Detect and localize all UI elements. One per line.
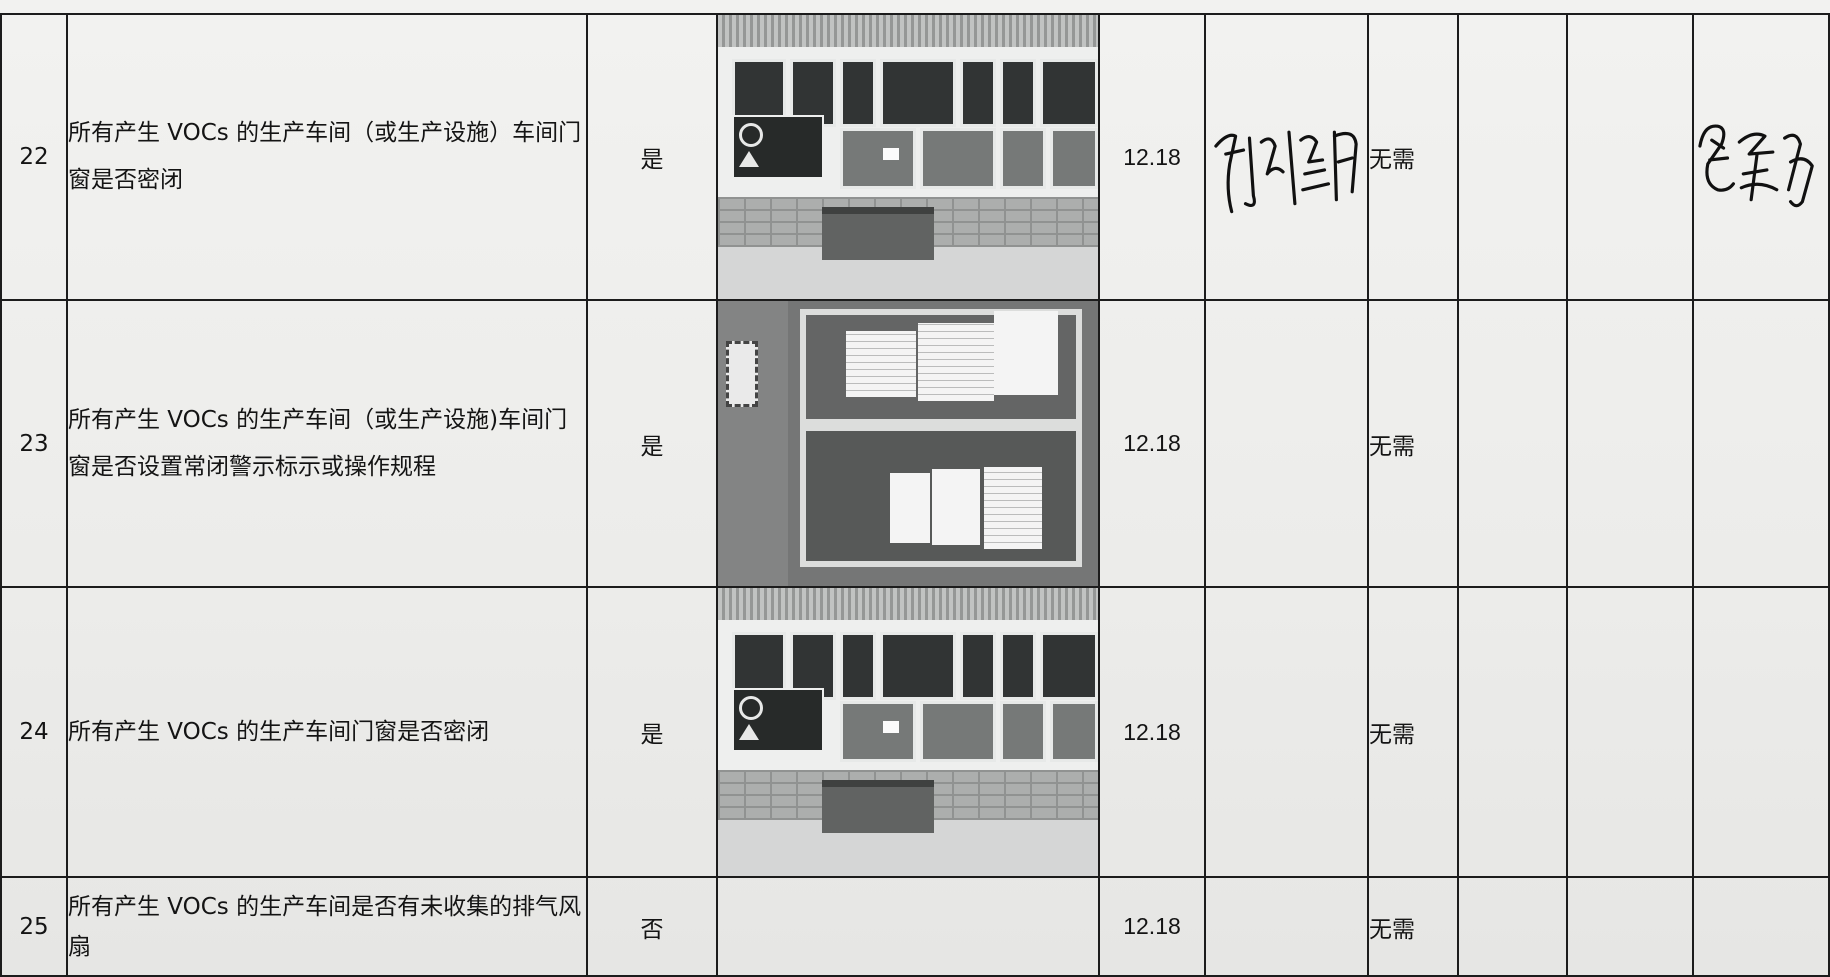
empty-cell: [1566, 876, 1694, 977]
check-item: 所有产生 VOCs 的生产车间（或生产设施）车间门窗是否密闭: [66, 13, 588, 301]
factory-wall-photo: [716, 13, 1100, 301]
answer-cell: 是: [586, 586, 718, 878]
table-row: 24 所有产生 VOCs 的生产车间门窗是否密闭 是: [0, 586, 1830, 878]
check-item: 所有产生 VOCs 的生产车间是否有未收集的排气风扇: [66, 876, 588, 977]
empty-cell: [1566, 299, 1694, 588]
table-row: 23 所有产生 VOCs 的生产车间（或生产设施)车间门窗是否设置常闭警示标示或…: [0, 299, 1830, 588]
inspection-table: 22 所有产生 VOCs 的生产车间（或生产设施）车间门窗是否密闭 是: [0, 13, 1830, 977]
empty-cell: [1692, 876, 1830, 977]
note-cell: 无需: [1367, 299, 1459, 588]
answer-cell: 否: [586, 876, 718, 977]
empty-photo-cell: [716, 876, 1100, 977]
note-cell: 无需: [1367, 13, 1459, 301]
empty-cell: [1457, 586, 1568, 878]
signature-chen: [1214, 130, 1358, 214]
date-cell: 12.18: [1098, 876, 1206, 977]
inspector-signature: [1204, 13, 1369, 301]
row-number: 25: [0, 876, 68, 977]
reviewer-signature: [1692, 13, 1830, 301]
note-cell: 无需: [1367, 586, 1459, 878]
answer-cell: 是: [586, 299, 718, 588]
row-number: 22: [0, 13, 68, 301]
factory-wall-photo: [716, 586, 1100, 878]
note-cell: 无需: [1367, 876, 1459, 977]
check-item: 所有产生 VOCs 的生产车间（或生产设施)车间门窗是否设置常闭警示标示或操作规…: [66, 299, 588, 588]
row-number: 24: [0, 586, 68, 878]
empty-cell: [1566, 586, 1694, 878]
date-cell: 12.18: [1098, 586, 1206, 878]
date-cell: 12.18: [1098, 13, 1206, 301]
empty-signature-cell: [1204, 586, 1369, 878]
empty-signature-cell: [1204, 299, 1369, 588]
empty-cell: [1457, 13, 1568, 301]
table-row: 25 所有产生 VOCs 的生产车间是否有未收集的排气风扇 否 12.18 无需: [0, 876, 1830, 977]
empty-cell: [1692, 299, 1830, 588]
empty-signature-cell: [1204, 876, 1369, 977]
signature-bao: [1698, 124, 1814, 208]
answer-cell: 是: [586, 13, 718, 301]
date-cell: 12.18: [1098, 299, 1206, 588]
empty-cell: [1457, 299, 1568, 588]
notice-board-photo: [716, 299, 1100, 588]
empty-cell: [1457, 876, 1568, 977]
check-item: 所有产生 VOCs 的生产车间门窗是否密闭: [66, 586, 588, 878]
row-number: 23: [0, 299, 68, 588]
table-row: 22 所有产生 VOCs 的生产车间（或生产设施）车间门窗是否密闭 是: [0, 13, 1830, 301]
empty-cell: [1566, 13, 1694, 301]
empty-cell: [1692, 586, 1830, 878]
